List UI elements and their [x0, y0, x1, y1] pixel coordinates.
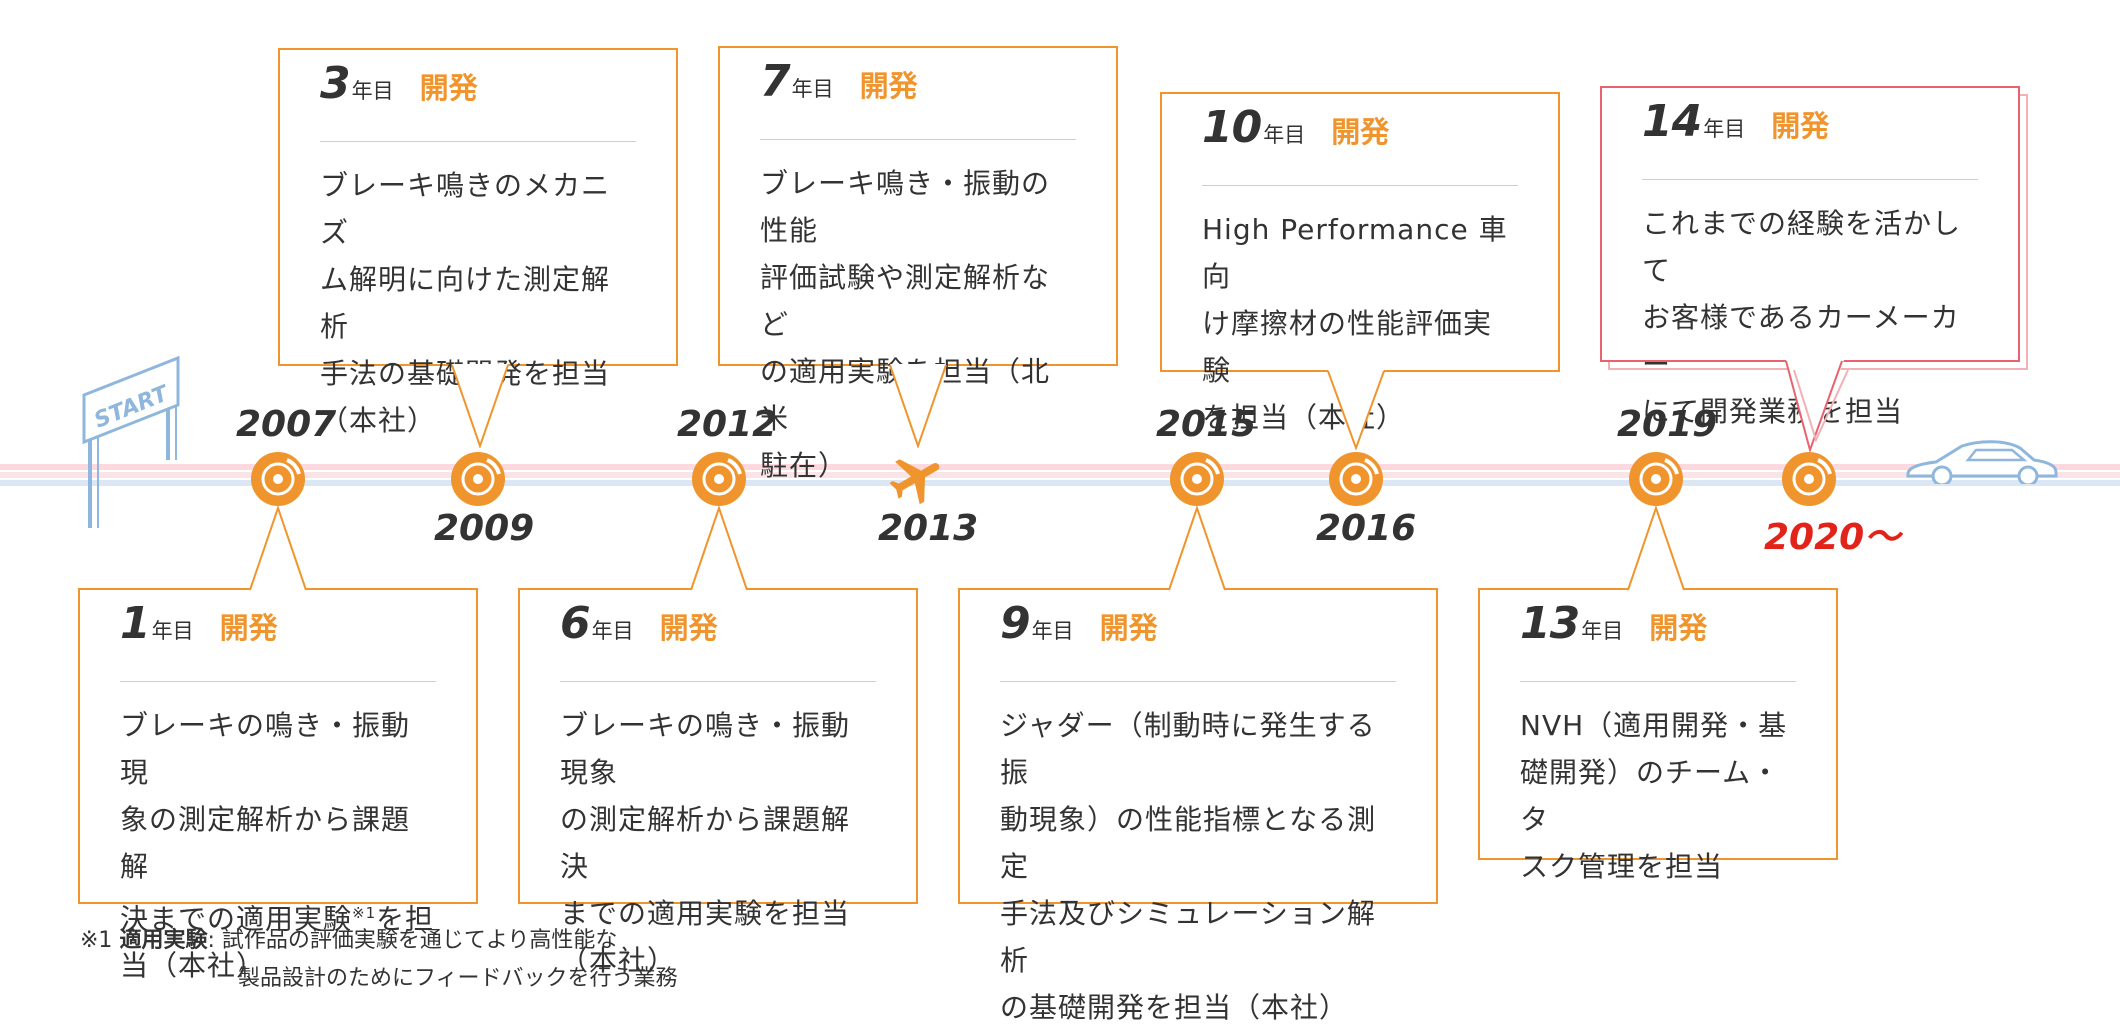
card-pointer	[451, 364, 509, 448]
brake-disc-icon	[692, 452, 746, 506]
card-header: 9 年目 開発	[1000, 590, 1396, 682]
car-icon	[1906, 440, 2058, 484]
card-pointer	[1785, 360, 1849, 452]
year-label-2015: 2015	[1156, 404, 1257, 445]
card-year-number: 7	[760, 56, 791, 107]
card-category: 開発	[1331, 115, 1390, 149]
career-card-year-7: 7 年目 開発 ブレーキ鳴き・振動の性能 評価試験や測定解析など の適用実験を担…	[718, 46, 1118, 482]
card-category: 開発	[659, 611, 718, 645]
card-description: NVH（適用開発・基 礎開発）のチーム・タ スク管理を担当	[1520, 709, 1788, 883]
card-description: ブレーキ鳴き・振動の性能 評価試験や測定解析など の適用実験を担当（北米 駐在）	[760, 167, 1051, 482]
card-pointer	[1327, 370, 1385, 450]
year-label-2016: 2016	[1316, 508, 1417, 549]
card-pointer	[889, 364, 947, 448]
card-category: 開発	[1099, 611, 1158, 645]
card-pointer	[1627, 506, 1685, 591]
card-year-number: 14	[1642, 96, 1702, 147]
card-year-suffix: 年目	[791, 77, 834, 101]
brake-disc-icon	[1629, 452, 1683, 506]
card-year-suffix: 年目	[1703, 117, 1746, 141]
card-category: 開発	[419, 71, 478, 105]
year-label-2020: 2020～	[1764, 517, 1901, 558]
card-category: 開発	[1649, 611, 1708, 645]
brake-disc-icon	[1329, 452, 1383, 506]
career-card-year-14: 14 年目 開発 これまでの経験を活かして お客様であるカーメーカー にて開発業…	[1600, 86, 2020, 428]
timeline-track	[0, 460, 2120, 490]
footnote-text-2: 製品設計のためにフィードバックを行う業務	[238, 966, 678, 991]
year-label-2019: 2019	[1617, 404, 1718, 445]
card-header: 7 年目 開発	[760, 48, 1076, 140]
card-header: 14 年目 開発	[1642, 88, 1978, 180]
brake-disc-icon	[451, 452, 505, 506]
card-year-suffix: 年目	[351, 79, 394, 103]
card-category: 開発	[1771, 109, 1830, 143]
card-pointer	[1168, 506, 1226, 591]
card-year-suffix: 年目	[1031, 619, 1074, 643]
career-card-year-1: 1 年目 開発 ブレーキの鳴き・振動現 象の測定解析から課題解 決までの適用実験…	[78, 588, 478, 982]
brake-disc-icon	[1170, 452, 1224, 506]
card-pointer	[690, 506, 748, 591]
card-description: High Performance 車向 け摩擦材の性能評価実験 を担当（本社）	[1202, 213, 1508, 434]
card-header: 6 年目 開発	[560, 590, 876, 682]
card-category: 開発	[219, 611, 278, 645]
card-year-suffix: 年目	[151, 619, 194, 643]
card-pointer	[249, 506, 307, 591]
card-year-number: 6	[560, 598, 591, 649]
career-card-year-6: 6 年目 開発 ブレーキの鳴き・振動現象 の測定解析から課題解決 までの適用実験…	[518, 588, 918, 977]
card-header: 3 年目 開発	[320, 50, 636, 142]
card-year-number: 13	[1520, 598, 1580, 649]
year-label-2013: 2013	[878, 508, 979, 549]
brake-disc-icon	[1782, 452, 1836, 506]
footnote-term: 適用実験	[119, 928, 208, 953]
career-card-year-9: 9 年目 開発 ジャダー（制動時に発生する振 動現象）の性能指標となる測定 手法…	[958, 588, 1438, 1024]
year-label-2012: 2012	[677, 404, 778, 445]
footnote: ※1 適用実験: 試作品の評価実験を通じてより高性能な 製品設計のためにフィード…	[80, 922, 678, 998]
footnote-text-1: 試作品の評価実験を通じてより高性能な	[221, 928, 618, 953]
career-card-year-10: 10 年目 開発 High Performance 車向 け摩擦材の性能評価実験…	[1160, 92, 1560, 434]
year-label-2009: 2009	[434, 508, 535, 549]
footnote-mark: ※1	[352, 904, 377, 922]
footnote-mark: ※1	[80, 928, 113, 953]
card-year-number: 10	[1202, 102, 1262, 153]
card-description: ジャダー（制動時に発生する振 動現象）の性能指標となる測定 手法及びシミュレーシ…	[1000, 709, 1377, 1024]
card-year-number: 1	[120, 598, 151, 649]
start-gate-icon: START	[82, 355, 180, 528]
card-year-suffix: 年目	[1581, 619, 1624, 643]
card-header: 1 年目 開発	[120, 590, 436, 682]
brake-disc-icon	[251, 452, 305, 506]
airplane-icon	[889, 459, 940, 505]
career-card-year-13: 13 年目 開発 NVH（適用開発・基 礎開発）のチーム・タ スク管理を担当	[1478, 588, 1838, 883]
card-description: これまでの経験を活かして お客様であるカーメーカー にて開発業務を担当	[1642, 207, 1962, 428]
card-year-suffix: 年目	[591, 619, 634, 643]
card-category: 開発	[859, 69, 918, 103]
card-header: 13 年目 開発	[1520, 590, 1796, 682]
career-card-year-3: 3 年目 開発 ブレーキ鳴きのメカニズ ム解明に向けた測定解析 手法の基礎開発を…	[278, 48, 678, 437]
year-label-2007: 2007	[236, 404, 337, 445]
card-year-number: 3	[320, 58, 351, 109]
card-description: ブレーキの鳴き・振動現象 の測定解析から課題解決 までの適用実験を担当 （本社）	[560, 709, 851, 977]
card-year-suffix: 年目	[1263, 123, 1306, 147]
card-description: ブレーキの鳴き・振動現 象の測定解析から課題解 決までの適用実験※1を担 当（本…	[120, 709, 435, 983]
card-header: 10 年目 開発	[1202, 94, 1518, 186]
card-year-number: 9	[1000, 598, 1031, 649]
